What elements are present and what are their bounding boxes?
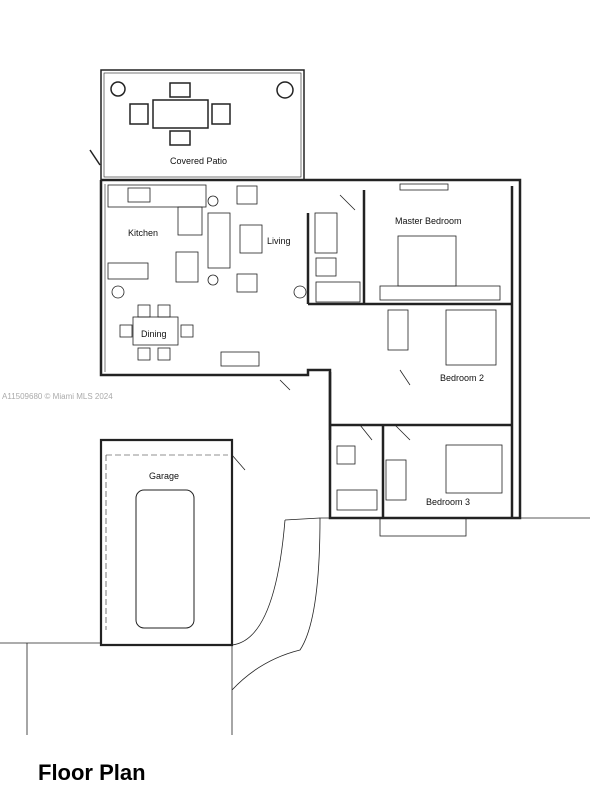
room-label-kitchen: Kitchen (128, 228, 159, 238)
room-label-living: Living (267, 236, 291, 246)
room-label-patio: Covered Patio (170, 156, 228, 166)
room-label-dining: Dining (141, 329, 167, 339)
interior-fixtures (107, 183, 503, 537)
watermark: A11509680 © Miami MLS 2024 (2, 392, 113, 401)
room-label-bedroom-3: Bedroom 3 (426, 497, 471, 507)
room-label-bedroom-2: Bedroom 2 (440, 373, 485, 383)
room-label-garage: Garage (149, 471, 180, 481)
house-walls (99, 178, 522, 520)
page-title: Floor Plan (38, 760, 146, 785)
site-lines (0, 517, 590, 735)
room-label-master: Master Bedroom (395, 216, 462, 226)
